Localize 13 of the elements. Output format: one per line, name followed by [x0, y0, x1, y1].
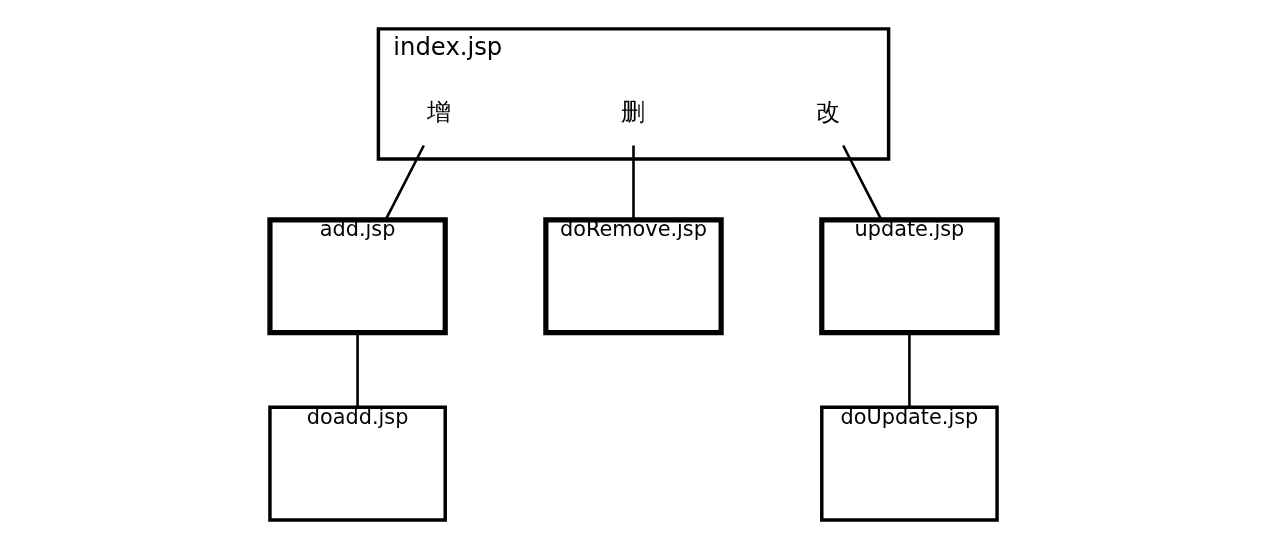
connector: [355, 332, 359, 408]
node-box: doRemove.jsp: [542, 217, 724, 336]
connector: [841, 144, 882, 221]
node-text: 删: [621, 97, 645, 127]
node-box: add.jsp: [266, 217, 448, 336]
connector: [631, 145, 635, 220]
connector: [907, 332, 911, 408]
node-box: doadd.jsp: [267, 405, 447, 522]
node-box: doUpdate.jsp: [819, 405, 999, 522]
connector: [384, 144, 425, 221]
node-text: 改: [815, 97, 840, 127]
node-box: update.jsp: [818, 217, 1000, 336]
node-text: 增: [426, 97, 451, 127]
